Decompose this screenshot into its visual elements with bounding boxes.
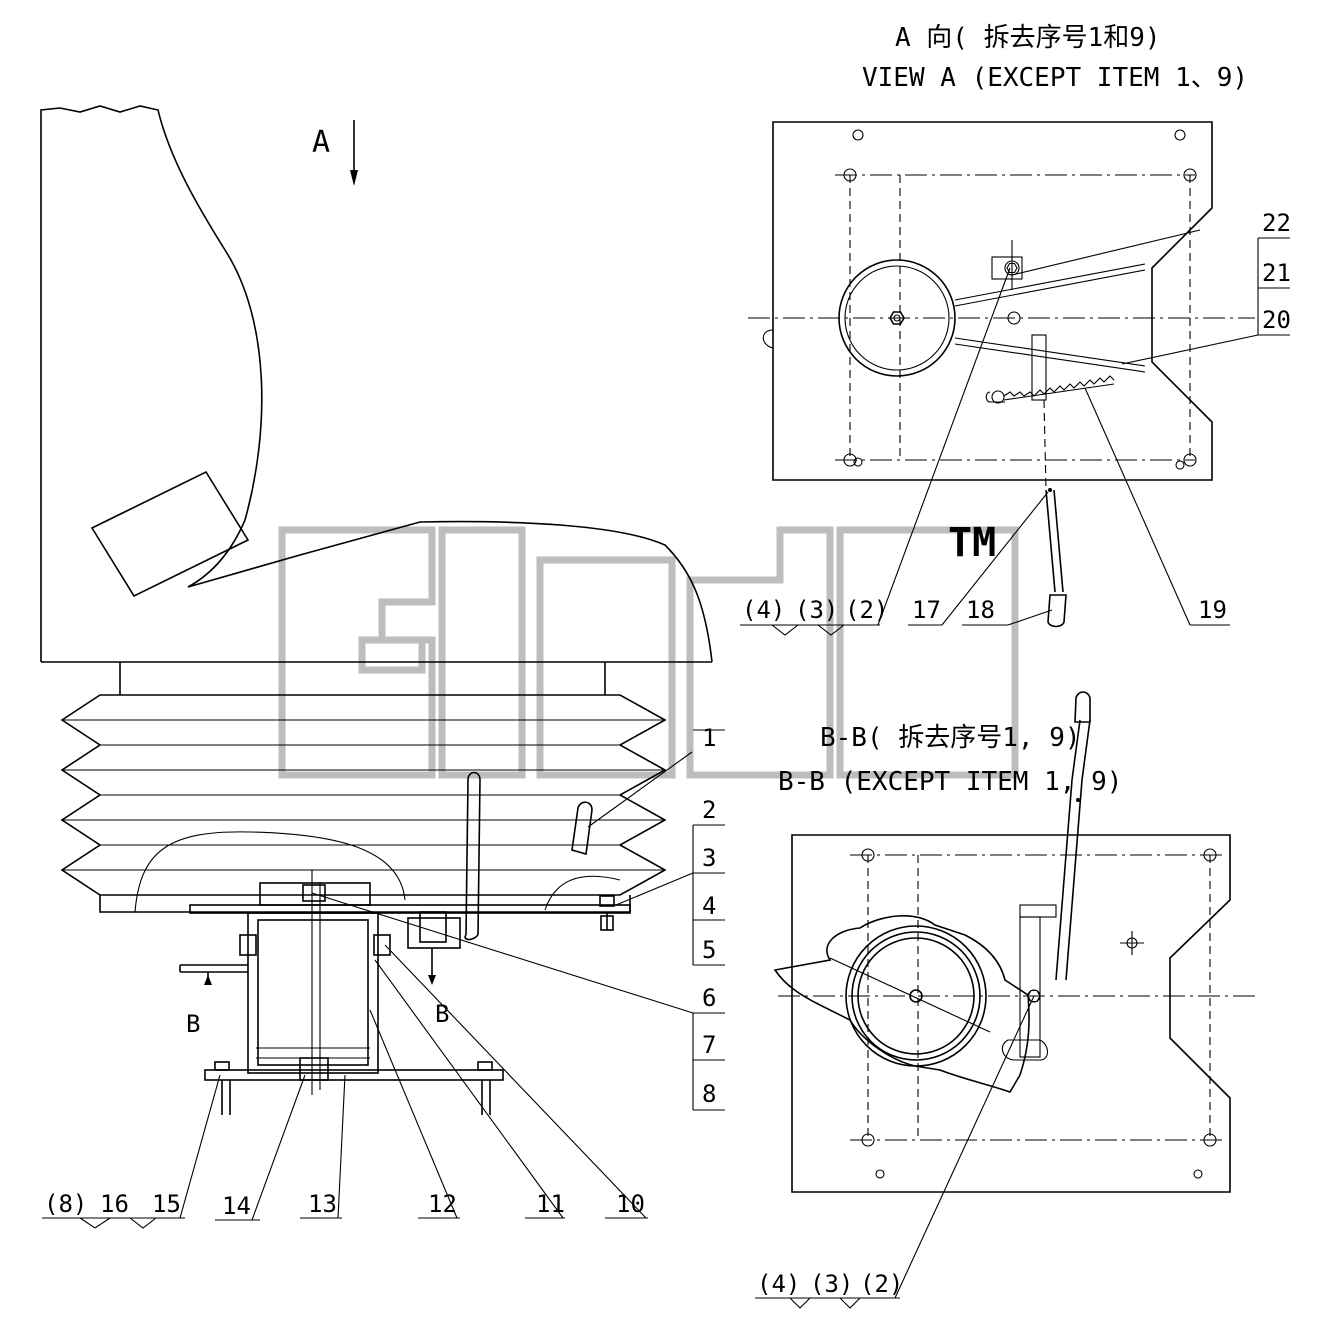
callout-10: 10 [616,1190,645,1218]
section-mark-right: B [435,1000,449,1028]
section-title-cn: B-B( 拆去序号1, 9) [820,723,1081,753]
section-mark-left: B [186,1010,200,1038]
callout-22: 22 [1262,209,1291,237]
callout-section-4: (4) [757,1270,800,1298]
callout-8: 8 [702,1080,716,1108]
callout-5: 5 [702,936,716,964]
callout-view-a-2: (2) [845,596,888,624]
view-a-title-en: VIEW A (EXCEPT ITEM 1、9) [862,63,1248,93]
callout-section-3: (3) [810,1270,853,1298]
callout-17: 17 [912,596,941,624]
callout-bottom-8: (8) [44,1190,87,1218]
callout-4: 4 [702,892,716,920]
main-side-view: A [40,105,713,1115]
callout-14: 14 [222,1192,251,1220]
callout-7: 7 [702,1031,716,1059]
watermark-logo: TM [278,520,1019,779]
callout-16: 16 [100,1190,129,1218]
callout-view-a-3: (3) [795,596,838,624]
view-arrow-label: A [312,125,330,160]
callout-13: 13 [308,1190,337,1218]
callout-11: 11 [536,1190,565,1218]
callout-section-2: (2) [860,1270,903,1298]
section-title-en: B-B (EXCEPT ITEM 1, 9) [778,767,1122,797]
watermark-tm: TM [948,520,996,566]
callout-21: 21 [1262,259,1291,287]
callout-view-a-4: (4) [742,596,785,624]
view-a-title-cn: A 向( 拆去序号1和9) [895,23,1161,53]
section-bb: B-B( 拆去序号1, 9) B-B (EXCEPT ITEM 1, 9) [755,691,1255,1309]
callout-1: 1 [702,724,716,752]
callout-18: 18 [966,596,995,624]
callout-2: 2 [702,796,716,824]
callout-19: 19 [1198,596,1227,624]
callout-12: 12 [428,1190,457,1218]
view-a: A 向( 拆去序号1和9) VIEW A (EXCEPT ITEM 1、9) [740,23,1291,636]
callout-6: 6 [702,984,716,1012]
callout-20: 20 [1262,306,1291,334]
callouts-main: 1 2 3 4 5 6 7 8 (8) 16 15 14 13 12 11 10 [42,724,725,1229]
callout-3: 3 [702,844,716,872]
callout-15: 15 [152,1190,181,1218]
